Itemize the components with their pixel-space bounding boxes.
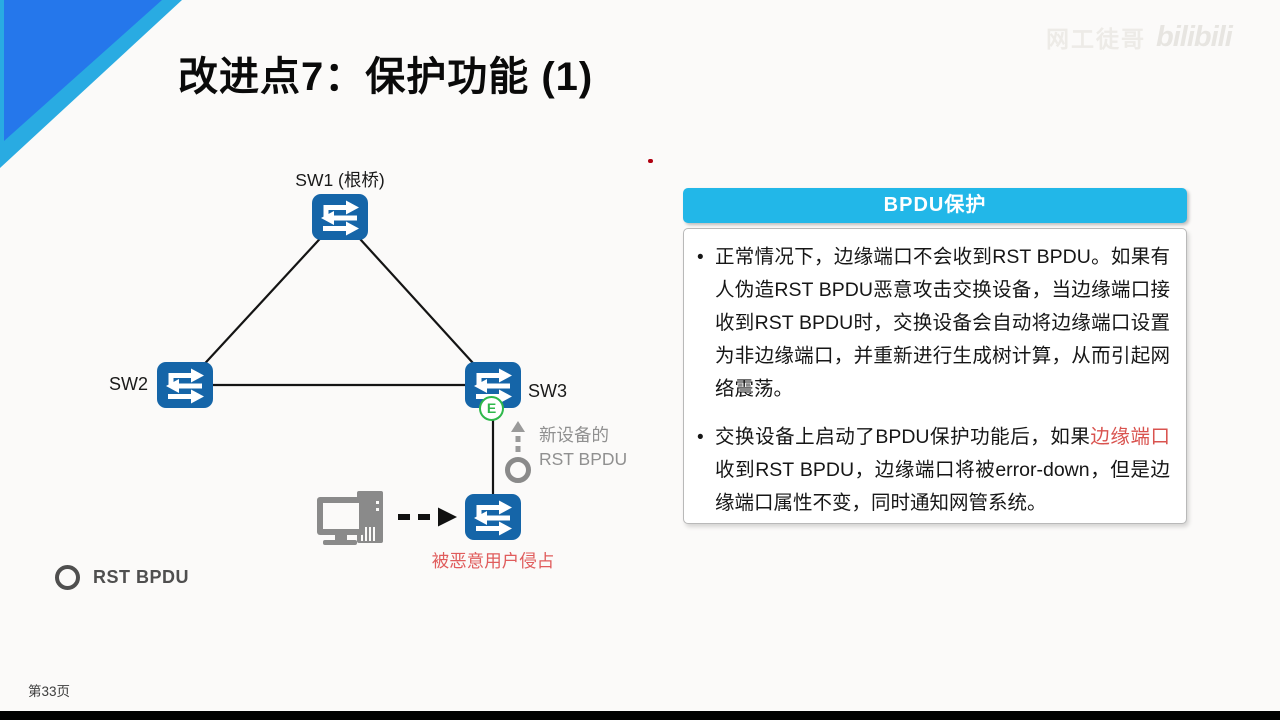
label-sw1: SW1 (根桥) [295,170,385,190]
watermark: 网工徒哥 bilibili [1046,20,1266,54]
topology-links [184,216,495,517]
attack-arrow-icon [398,507,457,527]
bullet-2-text: 交换设备上启动了BPDU保护功能后，如果边缘端口收到RST BPDU，边缘端口将… [715,421,1170,520]
bullet-2-highlight: 边缘端口 [1090,426,1170,448]
switch-sw2 [157,362,213,408]
bullet-2-seg0: 交换设备上启动了BPDU保护功能后，如果 [715,426,1091,448]
label-rogue-switch: 被恶意用户侵占 [431,551,555,571]
new-device-note-line2: RST BPDU [539,449,628,469]
panel-header: BPDU保护 [683,188,1187,223]
switch-icon [465,494,521,540]
bullet-item-2: • 交换设备上启动了BPDU保护功能后，如果边缘端口收到RST BPDU，边缘端… [697,421,1170,520]
computer-icon [317,491,383,545]
legend-label: RST BPDU [93,567,190,587]
switch-rogue [465,494,521,540]
bilibili-logo: bilibili [1156,20,1233,53]
up-arrow-icon [511,421,525,453]
letterbox-bar [0,711,1280,720]
panel-title: BPDU保护 [883,194,987,216]
edge-port-badge: E [479,396,504,421]
label-sw3: SW3 [528,381,568,401]
switch-icon [465,362,521,408]
annotation-dot [648,159,653,163]
bullet-marker: • [697,247,704,268]
new-device-note: 新设备的 RST BPDU [539,423,627,471]
switch-icon [312,194,368,240]
switch-sw3 [465,362,521,408]
bullet-marker: • [697,427,704,448]
panel-body: • 正常情况下，边缘端口不会收到RST BPDU。如果有人伪造RST BPDU恶… [683,228,1187,524]
legend: RST BPDU [55,565,189,590]
switch-sw1 [312,194,368,240]
new-device-note-line1: 新设备的 [539,425,609,445]
bullet-1-text: 正常情况下，边缘端口不会收到RST BPDU。如果有人伪造RST BPDU恶意攻… [715,246,1170,400]
watermark-channel-name: 网工徒哥 [1046,26,1146,52]
slide-title: 改进点7：保护功能 (1) [178,55,594,99]
bullet-item-1: • 正常情况下，边缘端口不会收到RST BPDU。如果有人伪造RST BPDU恶… [697,241,1170,406]
page-number: 第33页 [28,684,71,699]
bullet-2-seg2: 收到RST BPDU，边缘端口将被error-down，但是边缘端口属性不变，同… [715,459,1170,514]
label-sw2: SW2 [108,374,148,394]
rst-bpdu-circle-icon [505,457,531,483]
switch-icon [157,362,213,408]
legend-circle-icon [55,565,80,590]
